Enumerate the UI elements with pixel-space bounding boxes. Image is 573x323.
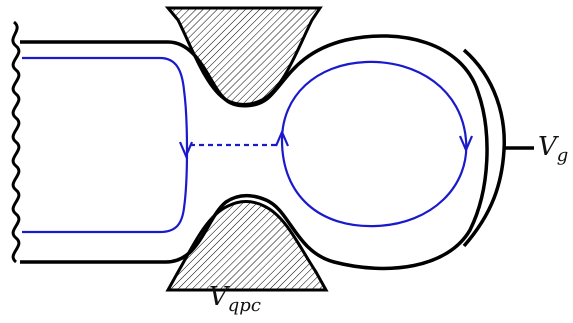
arrow-up-icon [274, 129, 290, 147]
plunger-gate-arc-inner [462, 48, 506, 248]
qpc-voltage-subscript: qpc [227, 295, 261, 316]
qpc-voltage-label: Vqpc [209, 282, 261, 315]
gate-voltage-label: Vg [538, 132, 568, 165]
gate-voltage-symbol: V [538, 132, 557, 162]
qpc-voltage-symbol: V [209, 282, 228, 312]
edge-channel-left [22, 56, 189, 234]
edge-channel-dot [280, 60, 468, 228]
qpc-gate-bottom [165, 200, 329, 292]
wavy-boundary [11, 20, 21, 264]
arrow-down-icon [178, 141, 194, 159]
qpc-gate-top [164, 6, 323, 106]
arrow-down-icon [458, 135, 474, 153]
mesa-outline [20, 34, 489, 271]
gate-voltage-subscript: g [556, 145, 569, 166]
